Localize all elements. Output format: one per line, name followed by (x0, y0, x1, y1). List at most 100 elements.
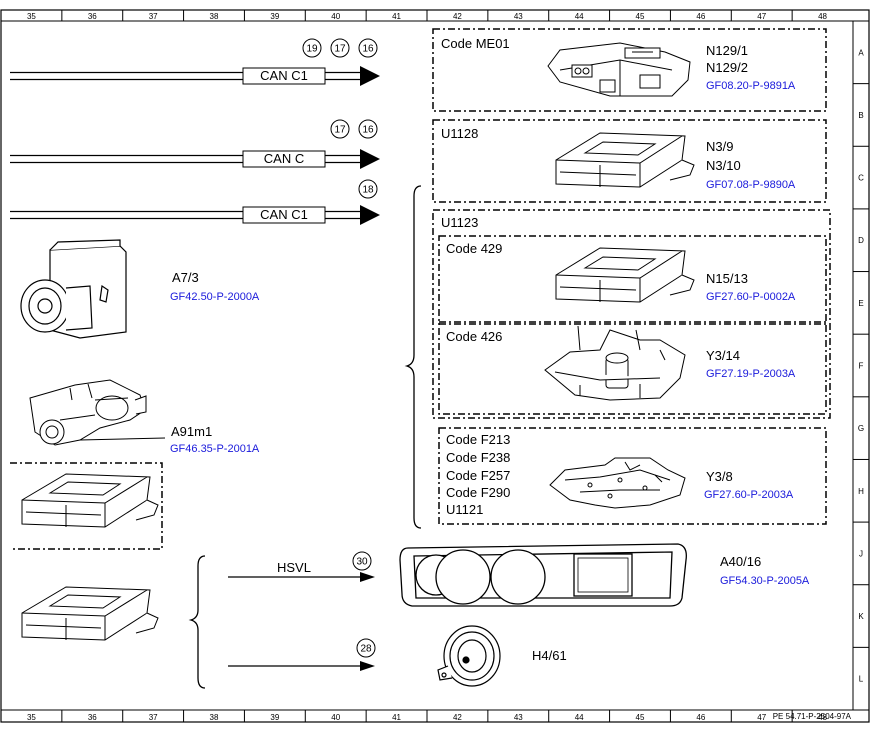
reference-link[interactable]: GF08.20-P-9891A (706, 80, 796, 92)
transmission-control-unit-illustration (547, 42, 691, 97)
connector-circle: 30 (352, 551, 372, 571)
column-label: 48 (818, 12, 827, 21)
arrow-head (360, 66, 380, 86)
box-code-label: Code F290 (446, 485, 510, 500)
column-label: 41 (392, 713, 401, 722)
row-label: H (858, 487, 864, 496)
valve-body-illustration (544, 325, 686, 401)
column-label: 37 (149, 12, 158, 21)
column-label: 45 (636, 713, 645, 722)
arrow-head (360, 149, 380, 169)
part-number: N129/1 (706, 43, 748, 58)
row-label: L (859, 675, 864, 684)
column-label: 35 (27, 713, 36, 722)
connector-circle: 18 (358, 179, 378, 199)
box-code-label: U1123 (441, 215, 478, 230)
arrow-head (360, 572, 375, 582)
reference-link[interactable]: GF46.35-P-2001A (170, 443, 260, 455)
column-label: 44 (575, 12, 584, 21)
box-code-label: Code 429 (446, 241, 502, 256)
part-number: H4/61 (532, 648, 567, 663)
brace-lower (188, 555, 206, 689)
speaker-illustration (437, 625, 501, 687)
row-label: G (858, 424, 864, 433)
control-unit-illustration (21, 473, 159, 528)
column-label: 40 (331, 12, 340, 21)
reference-link[interactable]: GF54.30-P-2005A (720, 575, 810, 587)
column-label: 43 (514, 713, 523, 722)
part-number: A91m1 (171, 424, 212, 439)
column-label: 46 (696, 12, 705, 21)
row-label: A (858, 48, 864, 57)
bus-can-c: CAN C 17 16 (10, 119, 380, 169)
box-code-label: Code F238 (446, 450, 510, 465)
row-label: J (859, 549, 863, 558)
part-number: N15/13 (706, 271, 748, 286)
column-label: 41 (392, 12, 401, 21)
arrow-head (360, 205, 380, 225)
document-id: PE 54.71-P-2504-97A (773, 712, 852, 721)
svg-text:16: 16 (362, 44, 374, 55)
part-number: Y3/14 (706, 348, 740, 363)
bus-can-c1-1: CAN C1 19 17 16 (10, 38, 380, 86)
bus-label-box (242, 150, 326, 168)
column-label: 47 (757, 12, 766, 21)
row-label: K (858, 612, 864, 621)
connector-circle: 19 (302, 38, 322, 58)
column-label: 44 (575, 713, 584, 722)
arrow-head (360, 661, 375, 671)
box-code-label: Code 426 (446, 329, 502, 344)
instrument-cluster-illustration (399, 543, 687, 607)
bus-can-c1-2: CAN C1 18 (10, 179, 380, 225)
part-number: N129/2 (706, 60, 748, 75)
connector-circle: 17 (330, 119, 350, 139)
box-left-module (10, 462, 163, 550)
svg-text:30: 30 (356, 557, 368, 568)
connector-circle: 16 (358, 119, 378, 139)
hsvl-label: HSVL (277, 560, 311, 575)
reference-link[interactable]: GF42.50-P-2000A (170, 291, 260, 303)
svg-text:16: 16 (362, 125, 374, 136)
column-label: 39 (270, 12, 279, 21)
row-label: E (858, 299, 863, 308)
bus-label: CAN C1 (260, 207, 308, 222)
part-number: A40/16 (720, 554, 761, 569)
column-label: 48 (818, 713, 827, 722)
box-code-me01 (432, 28, 827, 112)
control-unit-illustration (555, 132, 695, 188)
part-number: Y3/8 (706, 469, 733, 484)
column-label: 36 (88, 12, 97, 21)
part-number: N3/9 (706, 139, 733, 154)
row-label: C (858, 174, 864, 183)
hydraulic-unit-illustration (20, 239, 127, 339)
column-label: 40 (331, 713, 340, 722)
column-label: 36 (88, 713, 97, 722)
connector-circle: 17 (330, 38, 350, 58)
circuit-board-illustration (549, 457, 686, 509)
connector-circle: 28 (356, 638, 376, 658)
reference-link[interactable]: GF27.19-P-2003A (706, 368, 796, 380)
reference-link[interactable]: GF27.60-P-0002A (706, 291, 796, 303)
row-label: D (858, 236, 864, 245)
brace-right-group (404, 185, 422, 529)
column-label: 35 (27, 12, 36, 21)
svg-text:19: 19 (306, 44, 318, 55)
column-label: 47 (757, 713, 766, 722)
box-code-f-group (438, 427, 827, 525)
reference-link[interactable]: GF27.60-P-2003A (704, 489, 794, 501)
column-label: 37 (149, 713, 158, 722)
svg-text:17: 17 (334, 125, 346, 136)
bus-label: CAN C1 (260, 68, 308, 83)
column-label: 38 (210, 12, 219, 21)
frame (0, 9, 870, 723)
box-u1123 (432, 209, 831, 419)
reference-link[interactable]: GF07.08-P-9890A (706, 179, 796, 191)
box-code-label: Code F257 (446, 468, 510, 483)
box-code-label: Code F213 (446, 432, 510, 447)
svg-text:17: 17 (334, 44, 346, 55)
row-label: F (859, 362, 864, 371)
bus-label: CAN C (264, 151, 304, 166)
column-label: 38 (210, 713, 219, 722)
